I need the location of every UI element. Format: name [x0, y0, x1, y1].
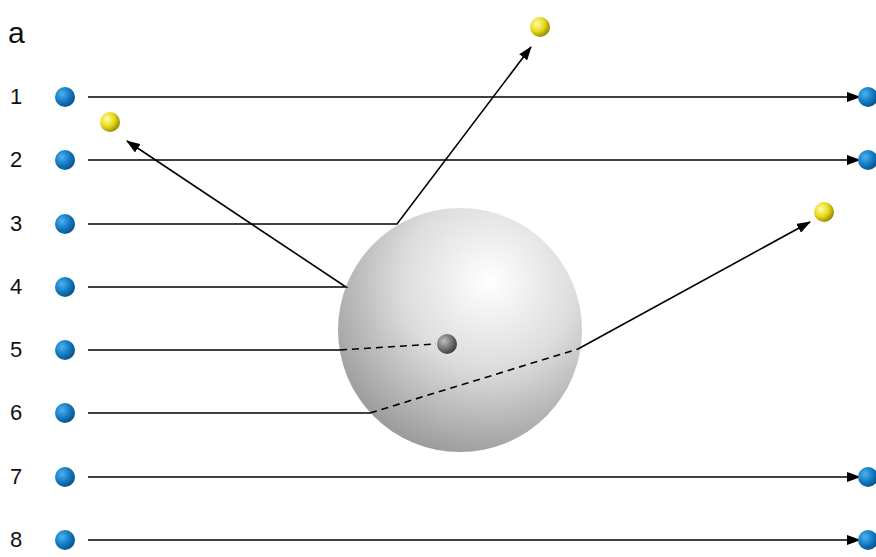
- trajectory-number: 4: [10, 276, 22, 298]
- trajectory: [88, 47, 531, 224]
- trajectory: [578, 222, 810, 349]
- trajectory: [88, 412, 370, 414]
- scattered-particle: [530, 17, 550, 37]
- target-sphere: [338, 208, 582, 452]
- transmitted-particle: [858, 530, 876, 550]
- trajectory-number: 3: [10, 213, 22, 235]
- scattered-particle: [814, 202, 834, 222]
- trajectory: [88, 476, 860, 478]
- trajectory: [88, 539, 860, 541]
- trajectory-number: 8: [10, 529, 22, 551]
- scattered-particle: [100, 112, 120, 132]
- incident-particle: [55, 340, 75, 360]
- incident-particle: [55, 150, 75, 170]
- trajectory: [88, 141, 346, 287]
- trajectory-inside: [340, 344, 436, 350]
- nucleus: [437, 334, 457, 354]
- trajectory-number: 5: [10, 339, 22, 361]
- incident-particle: [55, 530, 75, 550]
- trajectory-number: 1: [10, 86, 22, 108]
- trajectory: [88, 96, 860, 98]
- trajectory-number: 7: [10, 466, 22, 488]
- incident-particle: [55, 467, 75, 487]
- trajectory-number: 6: [10, 402, 22, 424]
- incident-particle: [55, 403, 75, 423]
- trajectory: [88, 349, 340, 351]
- incident-particle: [55, 214, 75, 234]
- panel-letter: a: [8, 18, 25, 48]
- trajectory-number: 2: [10, 149, 22, 171]
- trajectory: [88, 159, 860, 161]
- transmitted-particle: [858, 87, 876, 107]
- trajectory-inside: [370, 349, 578, 413]
- transmitted-particle: [858, 150, 876, 170]
- transmitted-particle: [858, 467, 876, 487]
- incident-particle: [55, 87, 75, 107]
- incident-particle: [55, 277, 75, 297]
